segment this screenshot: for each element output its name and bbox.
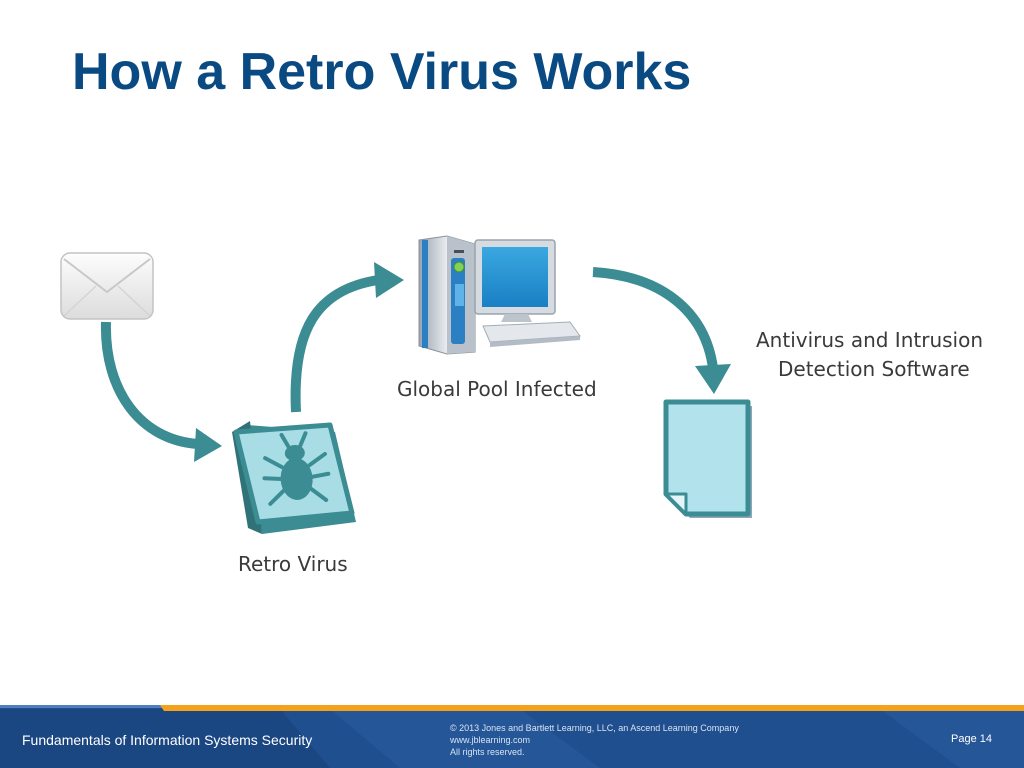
antivirus-label-line2: Detection Software [778,357,970,381]
footer-course-title: Fundamentals of Information Systems Secu… [22,732,313,748]
website-link[interactable]: www.jblearning.com [450,735,531,745]
computer-icon [418,235,581,355]
envelope-icon [60,252,154,320]
footer: Fundamentals of Information Systems Secu… [0,705,1024,768]
diagram-canvas [60,235,752,534]
copyright-line: © 2013 Jones and Bartlett Learning, LLC,… [450,723,739,733]
bug-icon [232,421,356,534]
page-number: Page 14 [951,733,992,745]
arrow-pool-to-antivirus [592,267,731,394]
arrow-virus-to-pool [290,262,404,413]
footer-background [0,705,1024,768]
slide-title: How a Retro Virus Works [72,43,692,101]
rights-line: All rights reserved. [450,747,525,757]
footer-copyright: © 2013 Jones and Bartlett Learning, LLC,… [450,722,739,758]
document-icon [663,399,752,518]
antivirus-label-line1: Antivirus and Intrusion [756,328,984,352]
global-pool-label: Global Pool Infected [397,377,597,401]
arrow-email-to-virus [100,321,222,462]
retro-virus-label: Retro Virus [238,552,348,576]
